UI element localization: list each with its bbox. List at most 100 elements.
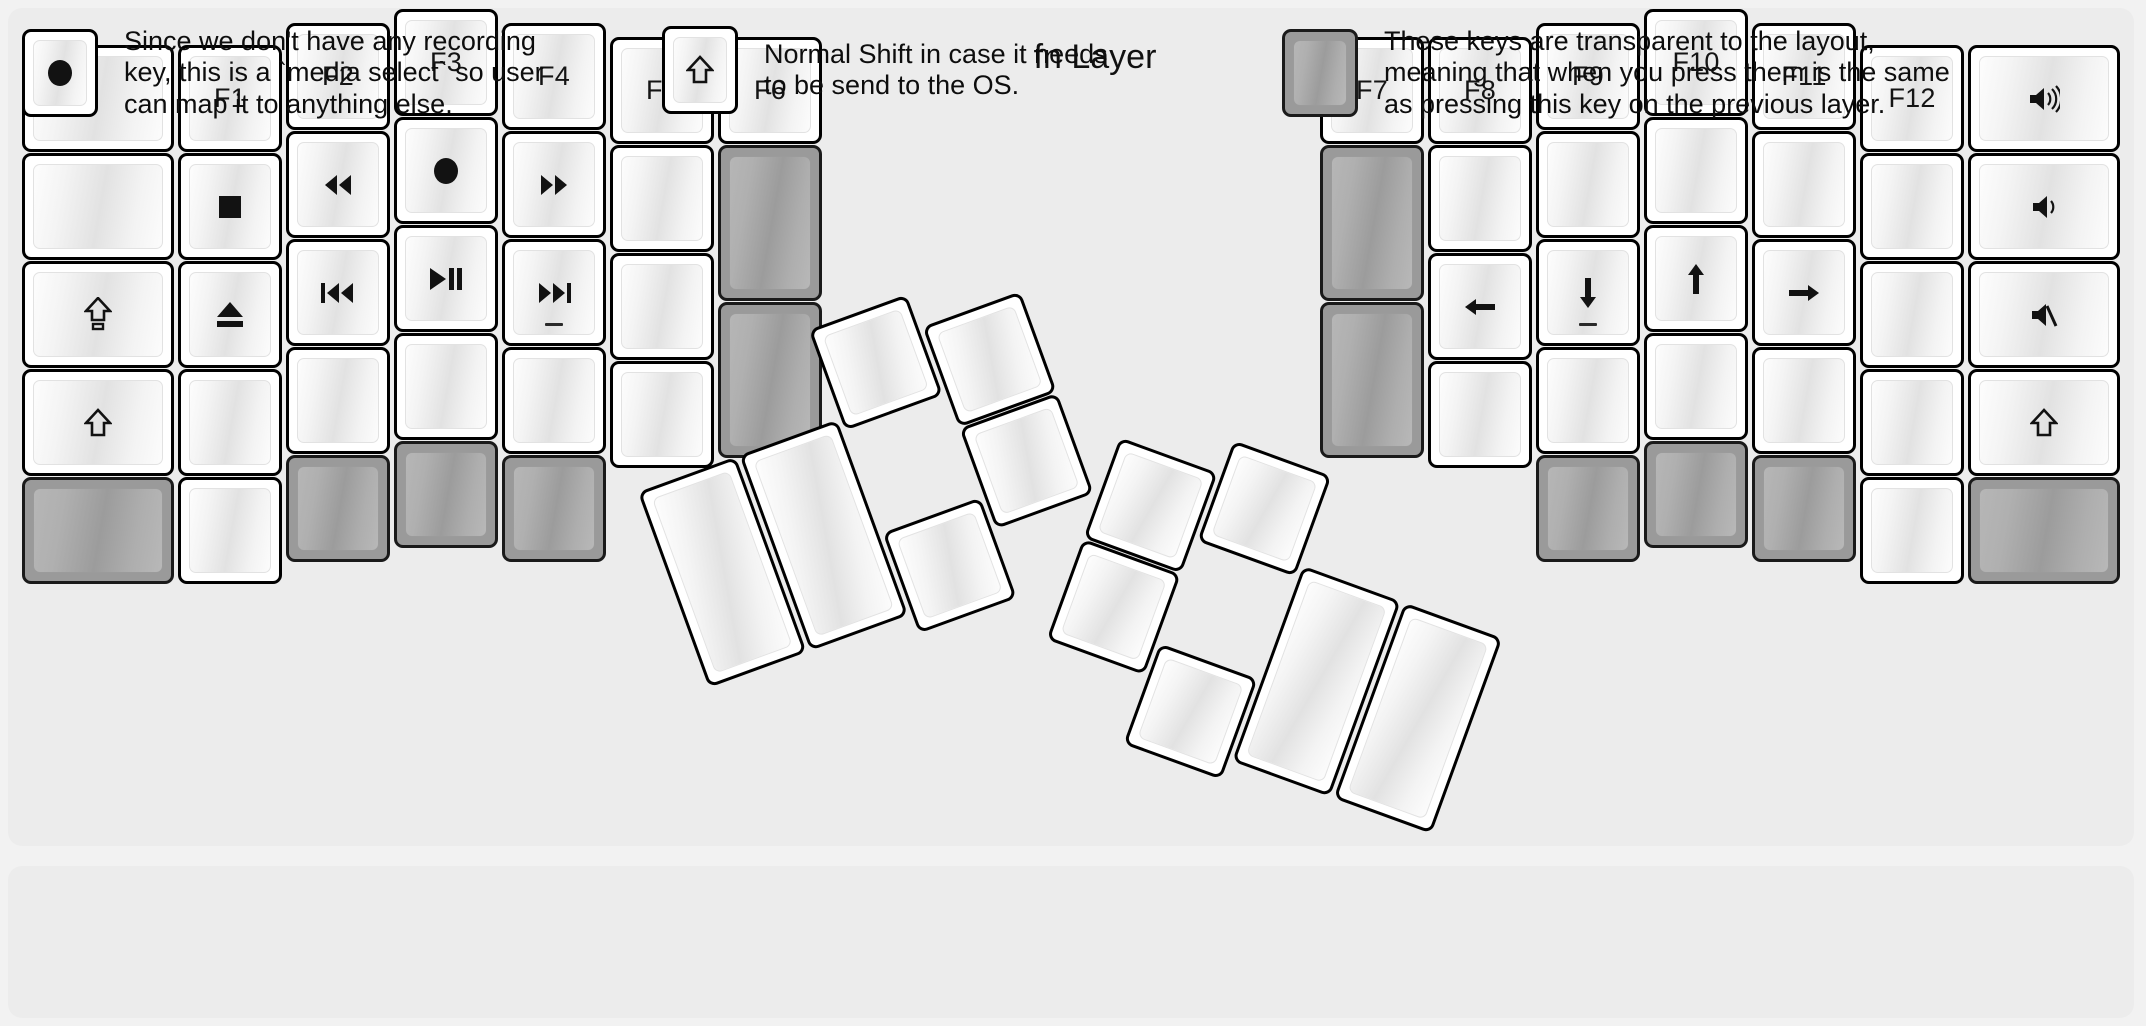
- right-col-f7-row2[interactable]: [1320, 145, 1424, 301]
- left-col-outer-left-row4[interactable]: [22, 369, 174, 476]
- left-col-f6-row2[interactable]: [718, 145, 822, 301]
- keycap-face: [896, 511, 1003, 620]
- right-col-outer-right-row5[interactable]: [1968, 477, 2120, 584]
- left-col-f1-row5[interactable]: [178, 477, 282, 584]
- right-col-f12-row4[interactable]: [1860, 369, 1964, 476]
- legend-key-record: [22, 28, 98, 117]
- right-col-f11-row1[interactable]: F11: [1752, 23, 1856, 130]
- keycap-face: [1763, 142, 1845, 227]
- right-col-outer-right-row2[interactable]: [1968, 153, 2120, 260]
- legend-text-transparent: These keys are transparent to the layout…: [1384, 26, 1950, 119]
- keycap-face: [297, 34, 379, 119]
- left-col-f3-row2[interactable]: [394, 117, 498, 224]
- keycap-face: [729, 313, 811, 447]
- keycap-face: [1655, 236, 1737, 321]
- right-col-f10-row3[interactable]: [1644, 225, 1748, 332]
- thumb-cluster: [1046, 437, 1503, 834]
- left-col-f4-row5[interactable]: [502, 455, 606, 562]
- left-col-f1-row4[interactable]: [178, 369, 282, 476]
- legend-text-record: Since we don't have any recording key, t…: [124, 26, 544, 119]
- right-col-outer-right-row4[interactable]: [1968, 369, 2120, 476]
- right-col-f8-row4[interactable]: [1428, 361, 1532, 468]
- legend-keycap-shift[interactable]: [662, 26, 738, 114]
- legend-keycap-transparent[interactable]: [1282, 28, 1358, 117]
- right-col-outer-right-row1[interactable]: [1968, 45, 2120, 152]
- left-col-f5-row4[interactable]: [610, 361, 714, 468]
- right-col-f9-row5[interactable]: [1536, 455, 1640, 562]
- right-col-outer-right-row3[interactable]: [1968, 261, 2120, 368]
- right-col-f9-row3[interactable]: [1536, 239, 1640, 346]
- keycap-face: [1763, 34, 1845, 119]
- keycap-face: [1439, 372, 1521, 457]
- left-col-f3-row5[interactable]: [394, 441, 498, 548]
- left-col-f4-row2[interactable]: [502, 131, 606, 238]
- left-col-f3-row3[interactable]: [394, 225, 498, 332]
- right-col-f10-row4[interactable]: [1644, 333, 1748, 440]
- keycap-face: [297, 358, 379, 443]
- keycap-face: [1060, 552, 1167, 661]
- right-col-f8-row1[interactable]: F8: [1428, 37, 1532, 144]
- keycap-face: [189, 56, 271, 141]
- left-col-f6-row3[interactable]: [718, 302, 822, 458]
- keycap-face: [513, 466, 595, 551]
- right-col-f11-row5[interactable]: [1752, 455, 1856, 562]
- right-col-f12-row1[interactable]: F12: [1860, 45, 1964, 152]
- keycap-face: [1547, 358, 1629, 443]
- left-col-f2-row4[interactable]: [286, 347, 390, 454]
- keycap-face: [1439, 264, 1521, 349]
- keycap-face: [513, 34, 595, 119]
- keycap-face: [673, 37, 727, 103]
- right-col-f11-row2[interactable]: [1752, 131, 1856, 238]
- left-col-outer-left-row2[interactable]: [22, 153, 174, 260]
- left-col-f5-row3[interactable]: [610, 253, 714, 360]
- keycap-face: [297, 142, 379, 227]
- legend-keycap-record[interactable]: [22, 28, 98, 117]
- left-col-outer-left-row3[interactable]: [22, 261, 174, 368]
- keycap-face: [1547, 466, 1629, 551]
- right-col-f12-row3[interactable]: [1860, 261, 1964, 368]
- keycap-face: [297, 250, 379, 335]
- left-col-f1-row3[interactable]: [178, 261, 282, 368]
- left-col-outer-left-row5[interactable]: [22, 477, 174, 584]
- right-col-f9-row4[interactable]: [1536, 347, 1640, 454]
- left-col-f5-row2[interactable]: [610, 145, 714, 252]
- homing-bar: [545, 323, 563, 326]
- keycap-face: [1331, 313, 1413, 447]
- left-col-f4-row4[interactable]: [502, 347, 606, 454]
- right-col-f12-row5[interactable]: [1860, 477, 1964, 584]
- keycap-face: [33, 488, 163, 573]
- left-col-f2-row2[interactable]: [286, 131, 390, 238]
- right-col-f8-row3[interactable]: [1428, 253, 1532, 360]
- legend-panel: [8, 866, 2134, 1018]
- right-col-f10-row5[interactable]: [1644, 441, 1748, 548]
- keycap-face: [1871, 56, 1953, 141]
- right-col-f10-row2[interactable]: [1644, 117, 1748, 224]
- left-col-f4-row3[interactable]: [502, 239, 606, 346]
- left-col-f1-row1[interactable]: F1: [178, 45, 282, 152]
- right-col-f7-row3[interactable]: [1320, 302, 1424, 458]
- keycap-face: [33, 380, 163, 465]
- left-col-f2-row5[interactable]: [286, 455, 390, 562]
- keycap-face: [405, 452, 487, 537]
- legend-key-shift: [662, 26, 738, 114]
- keycap-face: [513, 358, 595, 443]
- keycap-face: [1547, 34, 1629, 119]
- right-col-f11-row4[interactable]: [1752, 347, 1856, 454]
- keycap-face: [1137, 657, 1244, 766]
- left-col-f2-row1[interactable]: F2: [286, 23, 390, 130]
- homing-bar: [1579, 323, 1597, 326]
- right-col-f9-row2[interactable]: [1536, 131, 1640, 238]
- legend-item-transparent: These keys are transparent to the layout…: [1282, 26, 1950, 120]
- right-col-f11-row3[interactable]: [1752, 239, 1856, 346]
- page-title: fn Layer: [1033, 38, 1157, 76]
- keycap-face: [297, 466, 379, 551]
- keycap-face: [189, 164, 271, 249]
- right-col-f12-row2[interactable]: [1860, 153, 1964, 260]
- left-col-f1-row2[interactable]: [178, 153, 282, 260]
- left-col-f3-row4[interactable]: [394, 333, 498, 440]
- keycap-face: [1439, 48, 1521, 133]
- left-col-f2-row3[interactable]: [286, 239, 390, 346]
- legend-item-record: Since we don't have any recording key, t…: [22, 26, 544, 120]
- right-col-f8-row2[interactable]: [1428, 145, 1532, 252]
